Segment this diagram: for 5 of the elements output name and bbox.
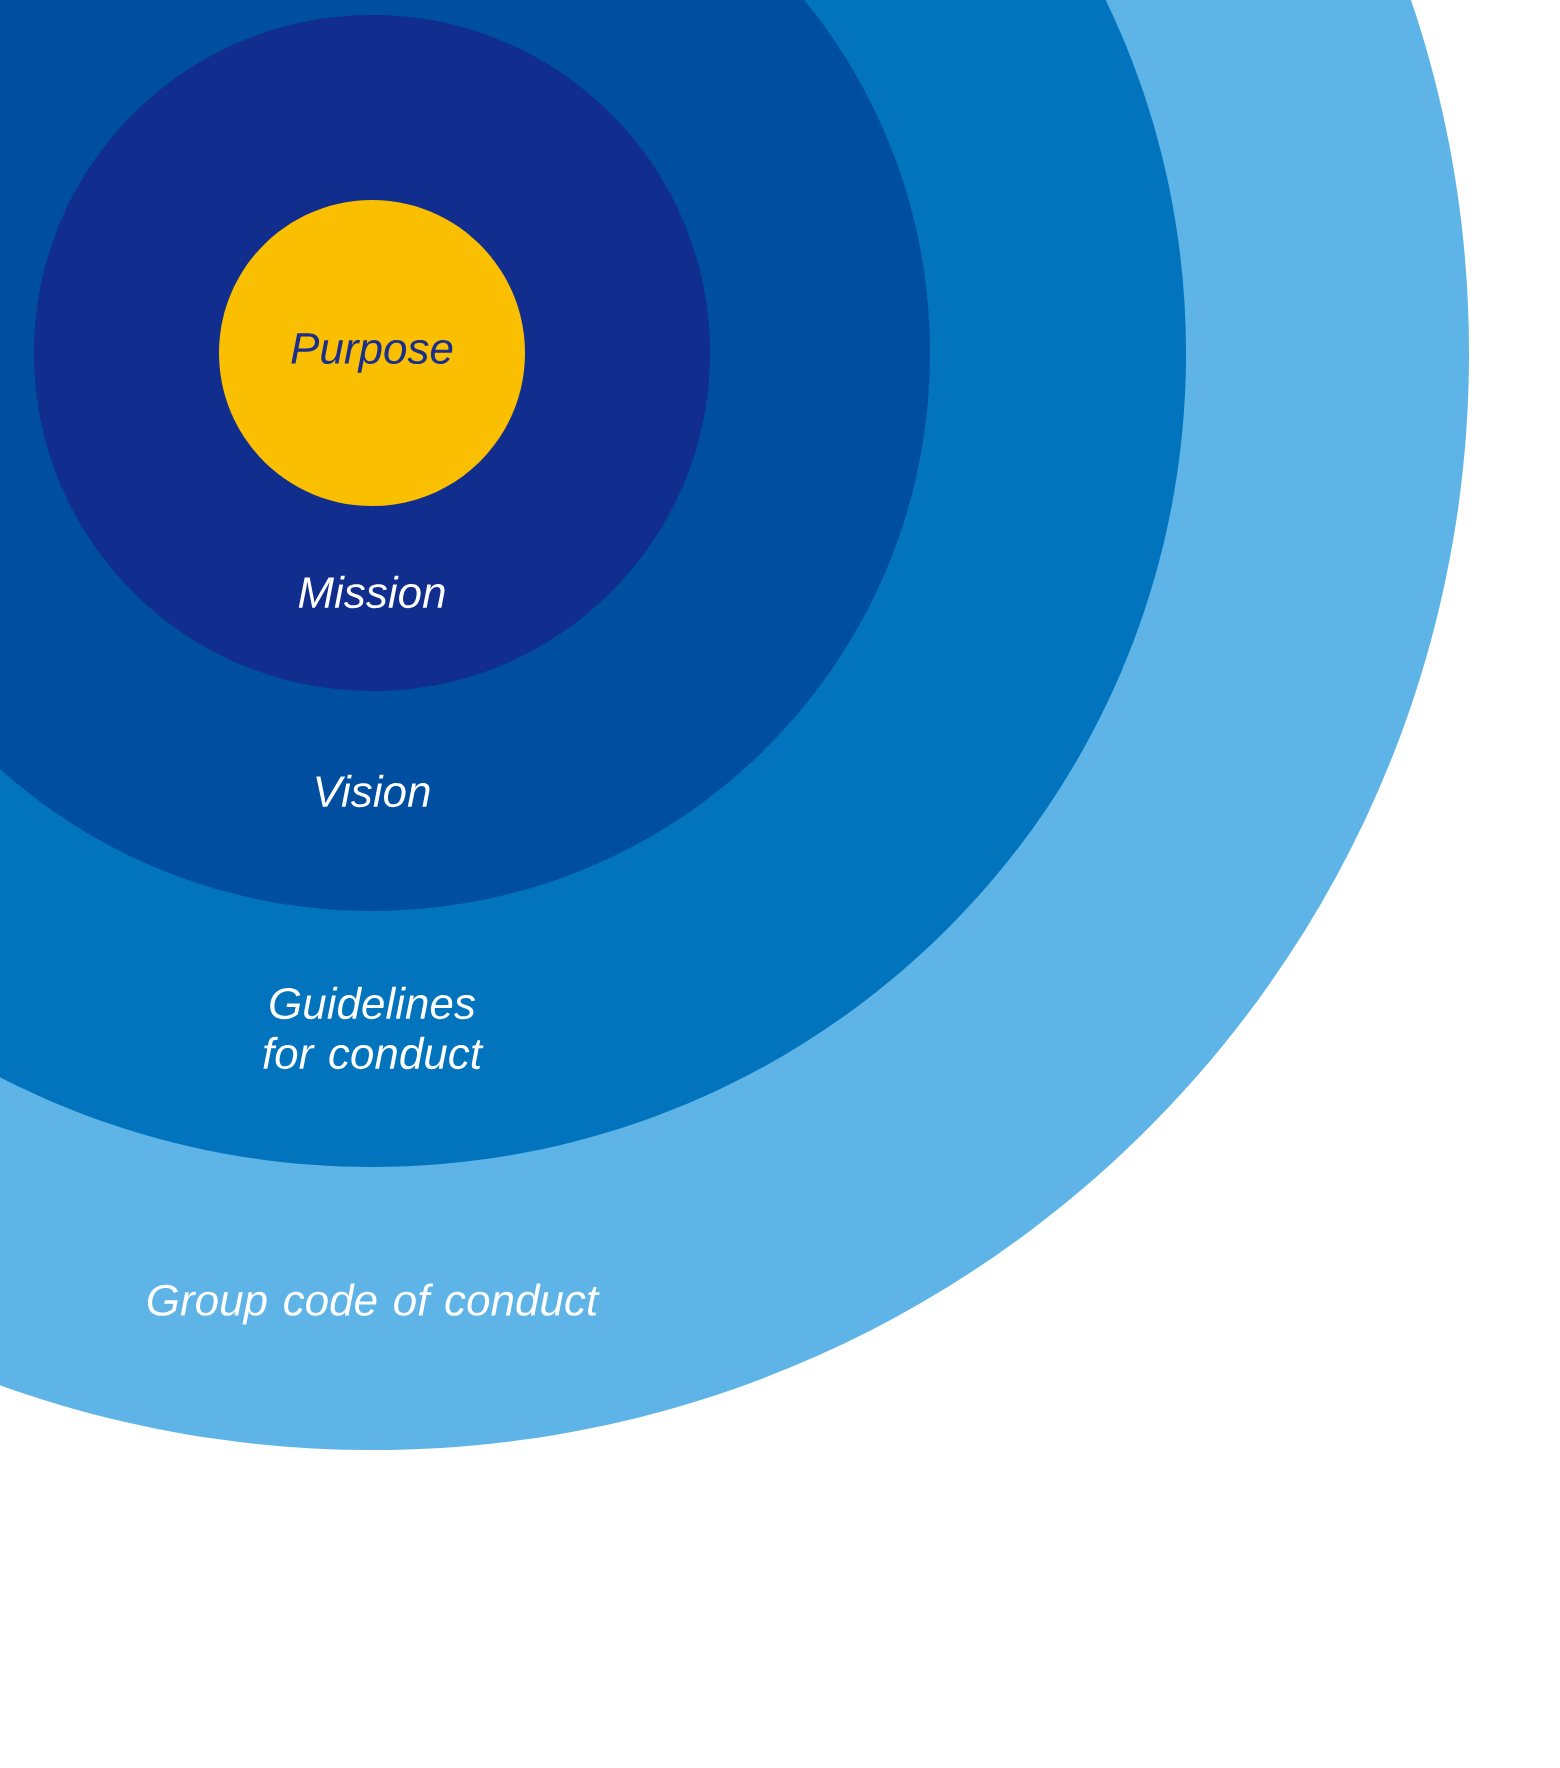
circle-label: Vision — [316, 774, 430, 808]
circle-label: Mission — [298, 575, 445, 609]
circle-label: Guidelines for conduct — [263, 986, 484, 1070]
circle-label: Purpose — [291, 333, 453, 373]
circle-label: Group code of conduct — [147, 1283, 600, 1325]
